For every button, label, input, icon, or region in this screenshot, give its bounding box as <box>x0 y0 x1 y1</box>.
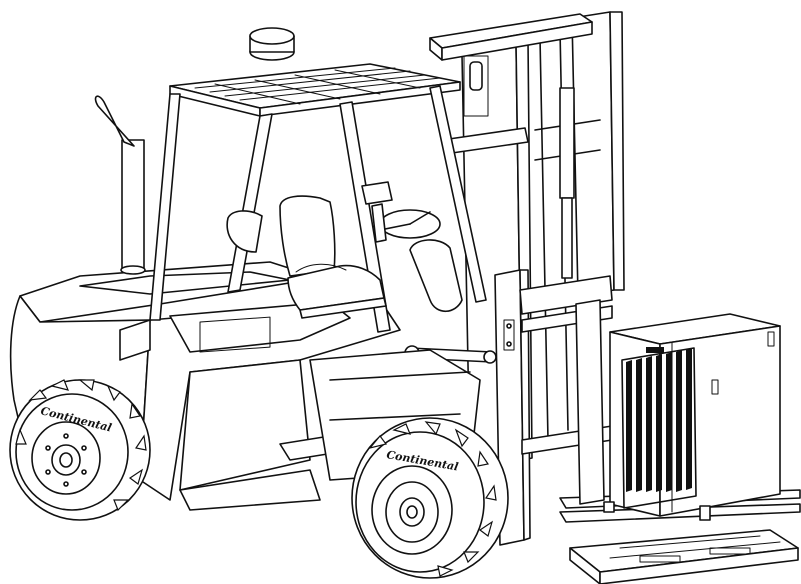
operator-seat <box>226 195 387 319</box>
steering-wheel <box>361 181 463 313</box>
charger-badge-plate <box>646 347 664 353</box>
exhaust-pipe <box>94 95 146 275</box>
overhead-guard <box>149 63 487 333</box>
rear-right-tire: Continental <box>351 417 509 579</box>
vent-grille <box>621 347 697 509</box>
pallet <box>569 529 799 584</box>
front-left-tire: Continental <box>9 379 151 521</box>
air-filter <box>249 27 295 61</box>
battery-charger <box>603 313 781 521</box>
charger-indicator <box>711 379 719 395</box>
